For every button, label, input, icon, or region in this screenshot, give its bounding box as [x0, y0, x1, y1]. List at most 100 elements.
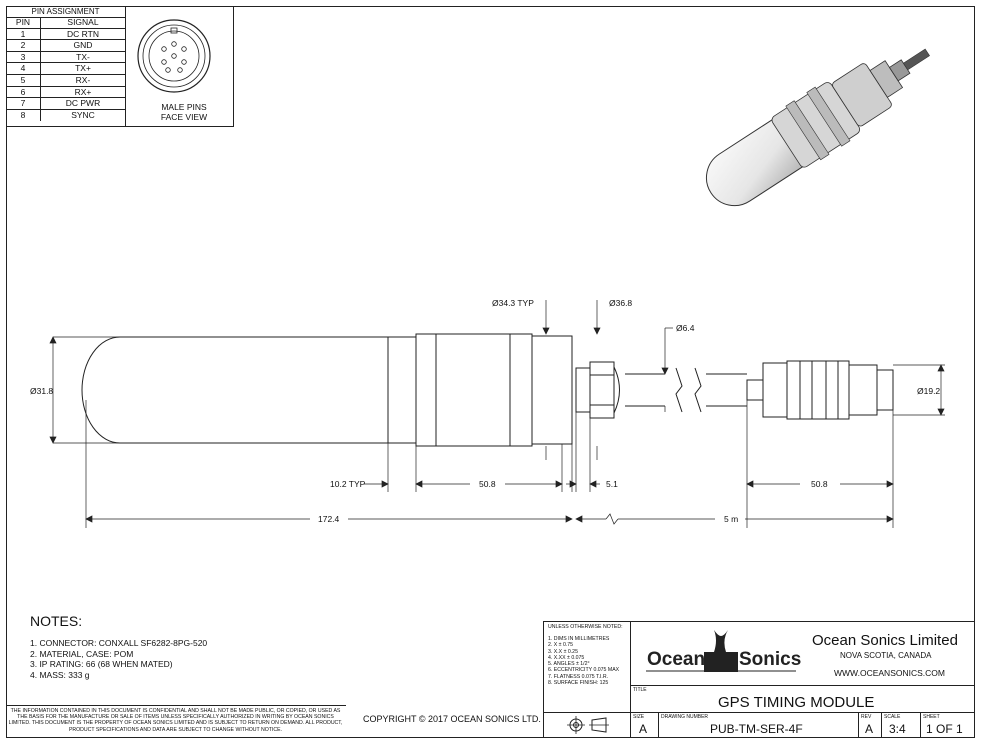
cable-gland-nut — [589, 361, 615, 419]
table-row: 2 GND — [6, 40, 125, 52]
tb-scale-divider — [920, 712, 921, 738]
face-label-line-1: MALE PINS — [161, 102, 207, 112]
company-website: WWW.OCEANSONICS.COM — [834, 668, 945, 678]
pin-number: 7 — [6, 98, 41, 109]
tolerance-list: 1. DIMS IN MILLIMETRES 2. X ± 0.75 3. X.… — [548, 636, 619, 686]
dim-dia-6-4: Ø6.4 — [676, 323, 695, 333]
pin-table-divider — [125, 6, 126, 127]
gland-collar — [575, 367, 591, 413]
dim-dia-36-8: Ø36.8 — [609, 298, 632, 308]
housing-ring-1 — [415, 333, 437, 447]
note-item: 4. MASS: 333 g — [30, 669, 90, 680]
pin-number: 3 — [6, 51, 41, 63]
notes-title: NOTES: — [30, 613, 83, 629]
tb-bottom-row-line — [543, 712, 975, 713]
tb-left-line — [543, 621, 544, 738]
logo-word-sonics: Sonics — [739, 649, 802, 670]
dim-len-10-2: 10.2 TYP — [330, 479, 366, 489]
tb-dwg-divider — [858, 712, 859, 738]
housing-ring-2 — [509, 333, 533, 447]
confidential-notice: THE INFORMATION CONTAINED IN THIS DOCUME… — [8, 708, 343, 733]
housing-body — [81, 336, 389, 444]
note-item: 3. IP RATING: 66 (68 WHEN MATED) — [30, 659, 173, 669]
tb-title-line — [630, 685, 975, 686]
pin-number: 4 — [6, 63, 41, 74]
dimension-drawing: Ø31.8 Ø34.3 TYP Ø36.8 Ø6.4 Ø19.2 10.2 TY… — [30, 298, 945, 528]
tolerance-item: 6. ECCENTRICITY 0.075 MAX — [548, 667, 620, 674]
tolerance-item: 7. FLATNESS 0.075 T.I.R. — [548, 673, 609, 680]
drawing-title: GPS TIMING MODULE — [718, 694, 875, 711]
table-row: 3 TX- — [6, 51, 125, 64]
ocean-sonics-logo: Ocean Sonics — [644, 628, 802, 676]
dim-len-5-1: 5.1 — [606, 479, 618, 489]
face-view-label: MALE PINS FACE VIEW — [152, 102, 216, 122]
dim-len-50-8-a: 50.8 — [479, 479, 496, 489]
housing-ring-left — [387, 336, 417, 444]
logo-word-ocean: Ocean — [647, 649, 706, 670]
scale-label: SCALE — [884, 714, 901, 720]
tb-tol-divider — [630, 621, 631, 738]
rev-value: A — [865, 722, 874, 736]
cable-right — [706, 373, 747, 407]
copyright-text: COPYRIGHT © 2017 OCEAN SONICS LTD. — [363, 714, 541, 724]
pin-number: 6 — [6, 86, 41, 98]
pin-number: 1 — [6, 28, 41, 40]
pin-signal: GND — [73, 40, 93, 51]
pin-assignment-block: PIN ASSIGNMENT PIN SIGNAL 1 DC RTN 2 GND 3… — [6, 6, 234, 127]
dim-len-50-8-b: 50.8 — [811, 479, 828, 489]
pin-signal: TX- — [76, 51, 90, 62]
housing-cap — [531, 335, 573, 445]
company-location: NOVA SCOTIA, CANADA — [840, 651, 932, 660]
tolerance-item: 1. DIMS IN MILLIMETRES — [548, 636, 610, 642]
dim-len-172-4: 172.4 — [318, 514, 340, 524]
dim-dia-34-3: Ø34.3 TYP — [492, 298, 534, 308]
dim-dia-31-8: Ø31.8 — [30, 386, 53, 396]
pin-signal: DC PWR — [65, 98, 101, 109]
cable-left — [625, 373, 665, 407]
face-label-line-2: FACE VIEW — [160, 112, 208, 122]
note-item: 1. CONNECTOR: CONXALL SF6282-8PG-520 — [30, 638, 208, 648]
pin-signal: RX- — [75, 74, 91, 85]
plug-body — [786, 360, 850, 420]
tolerance-item: 2. X ± 0.75 — [548, 642, 574, 649]
sheet-label: SHEET — [923, 714, 940, 720]
pin-signal: DC RTN — [67, 28, 99, 39]
whale-tail-icon — [646, 630, 796, 672]
note-item: 2. MATERIAL, CASE: POM — [30, 648, 134, 659]
pin-signal: SYNC — [71, 109, 95, 120]
dim-dia-19-2: Ø19.2 — [917, 386, 940, 396]
pin-table-title: PIN ASSIGNMENT — [6, 6, 125, 18]
drawing-number: PUB-TM-SER-4F — [710, 722, 803, 736]
size-label: SIZE — [633, 714, 645, 720]
company-name: Ocean Sonics Limited — [812, 632, 958, 649]
pin-signal: RX+ — [74, 86, 92, 97]
plug-coupling — [848, 364, 878, 416]
pin-header: PIN — [6, 17, 41, 28]
plug-boot — [746, 379, 764, 401]
pin-number: 2 — [6, 40, 41, 51]
tb-size-divider — [658, 712, 659, 738]
table-row: 1 DC RTN — [6, 28, 125, 41]
cable-break — [675, 367, 702, 413]
gland-taper — [613, 366, 620, 414]
tolerance-item: 3. X.X ± 0.25 — [548, 648, 578, 655]
connector-face-view — [137, 19, 211, 93]
table-row: 6 RX+ — [6, 86, 125, 99]
signal-header: SIGNAL — [67, 17, 99, 27]
table-row: 7 DC PWR — [6, 98, 125, 110]
notes-list: 1. CONNECTOR: CONXALL SF6282-8PG-520 2. … — [30, 638, 207, 680]
rev-label: REV — [861, 714, 872, 720]
size-value: A — [639, 722, 648, 736]
title-label: TITLE — [633, 687, 647, 693]
pin-number: 8 — [6, 109, 41, 122]
pin-table-header: PIN SIGNAL — [6, 17, 125, 29]
tolerance-item: 4. X.XX ± 0.075 — [548, 654, 585, 661]
dim-len-5m: 5 m — [724, 514, 738, 524]
drawing-number-label: DRAWING NUMBER — [661, 714, 709, 720]
tolerance-heading: UNLESS OTHERWISE NOTED: — [548, 624, 623, 630]
housing-mid — [435, 333, 511, 447]
plug-nose — [876, 369, 894, 411]
